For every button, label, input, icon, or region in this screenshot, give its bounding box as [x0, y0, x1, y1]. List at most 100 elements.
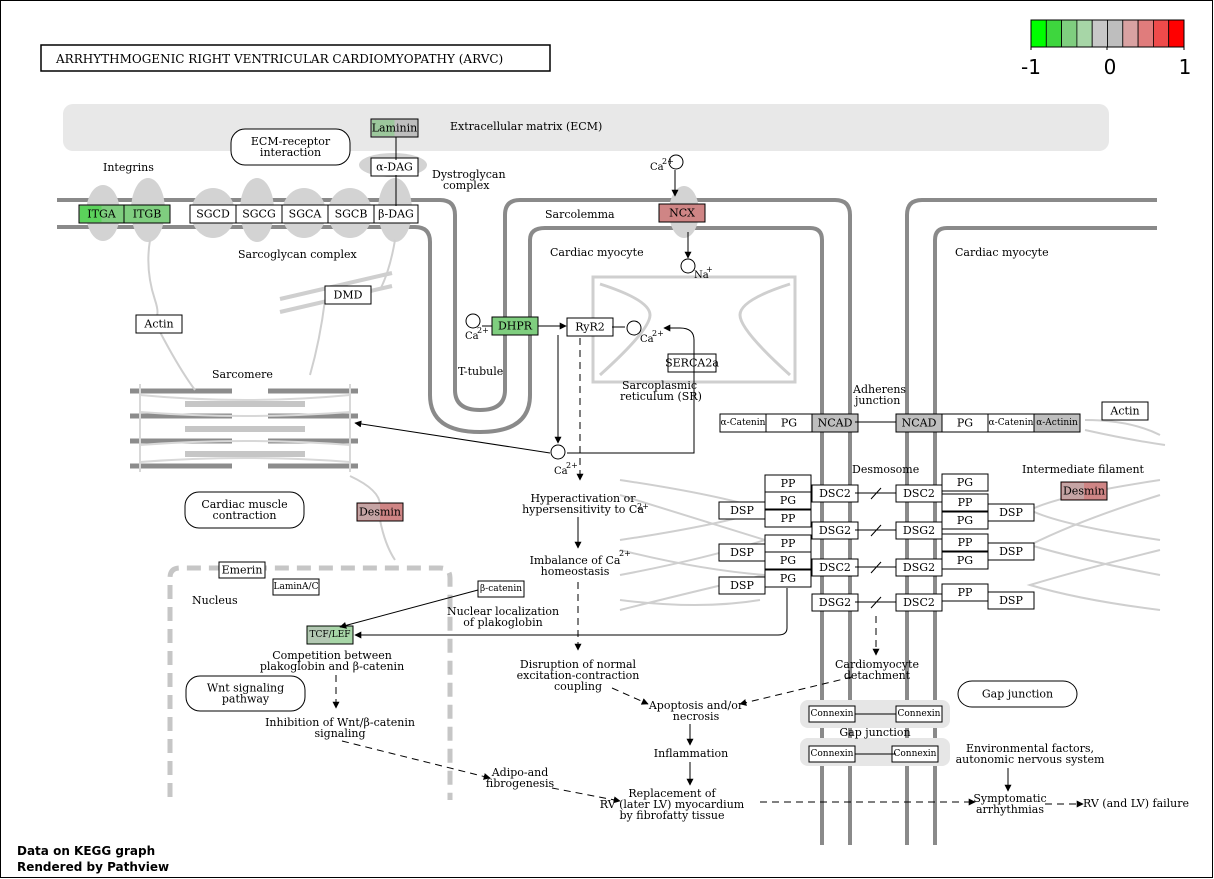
desmosome-label: DSP — [730, 504, 754, 517]
gene-ncx[interactable]: NCX — [658, 203, 706, 223]
gene-dmd[interactable]: DMD — [324, 285, 372, 305]
desmosome-pg[interactable]: PG — [941, 473, 989, 492]
gene-desmin-1[interactable]: Desmin — [356, 502, 404, 522]
gene-ncad-2[interactable]: NCAD — [895, 413, 943, 433]
gene-pg-1[interactable]: PG — [765, 413, 813, 433]
gene-a-catenin-2[interactable]: α-Catenin — [987, 413, 1035, 433]
gap-junction-label: Gap junction — [839, 726, 910, 739]
desmosome-pp[interactable]: PP — [764, 534, 812, 553]
desmosome-dsg2[interactable]: DSG2 — [895, 558, 943, 577]
desmosome-dsp[interactable]: DSP — [987, 542, 1035, 561]
gene-tcf-lef[interactable]: TCF/LEF — [306, 625, 354, 645]
gene-label: α-DAG — [376, 161, 413, 174]
gene-sgca[interactable]: SGCA — [281, 204, 329, 224]
gene-sgcg[interactable]: SGCG — [235, 204, 283, 224]
gene-sgcd[interactable]: SGCD — [189, 204, 237, 224]
desmosome-dsp[interactable]: DSP — [987, 503, 1035, 522]
gene-a-actinin[interactable]: α-Actinin — [1033, 413, 1081, 433]
gene-label: SGCB — [335, 208, 368, 221]
desmosome-pg[interactable]: PG — [941, 551, 989, 570]
gene-itgb[interactable]: ITGB — [123, 204, 171, 224]
gene-label: DMD — [334, 289, 363, 302]
desmosome-label: DSG2 — [903, 561, 935, 574]
ion-charge: 2+ — [662, 157, 674, 166]
gene-actin-2[interactable]: Actin — [1101, 401, 1149, 421]
gene-ryr2[interactable]: RyR2 — [566, 317, 614, 337]
process-label: RV (and LV) failure — [1083, 797, 1189, 810]
process-label: excitation-contraction — [517, 669, 640, 682]
process-label: autonomic nervous system — [956, 753, 1105, 766]
ion-symbol: Ca — [465, 331, 479, 342]
ecm-label: Extracellular matrix (ECM) — [450, 120, 602, 133]
desmosome-pg[interactable]: PG — [941, 511, 989, 530]
pathway-link-gap-junction[interactable]: Gap junction — [957, 680, 1078, 708]
ion-ca: Ca2+ — [465, 313, 489, 342]
gene-label: β-catenin — [480, 584, 522, 594]
gene-sgcb[interactable]: SGCB — [327, 204, 375, 224]
legend-cell — [1122, 19, 1139, 48]
desmosome-dsc2[interactable]: DSC2 — [895, 484, 943, 503]
gene-serca2a[interactable]: SERCA2a — [665, 353, 719, 373]
gene-emerin[interactable]: Emerin — [218, 561, 266, 579]
gene-label: α-Catenin — [721, 418, 766, 428]
gene-a-dag[interactable]: α-DAG — [370, 157, 419, 177]
gene-label: ITGB — [133, 208, 162, 221]
desmosome-pp[interactable]: PP — [941, 583, 989, 602]
desmosome-dsg2[interactable]: DSG2 — [895, 521, 943, 540]
gene-connexin-4[interactable]: Connexin — [891, 745, 939, 763]
gene-actin-1[interactable]: Actin — [135, 314, 183, 334]
color-legend: -1 0 1 — [1021, 19, 1191, 79]
gene-connexin-2[interactable]: Connexin — [895, 705, 943, 723]
gene-laminin[interactable]: Laminin — [370, 118, 419, 138]
gene-pg-2[interactable]: PG — [941, 413, 989, 433]
desmosome-dsc2[interactable]: DSC2 — [811, 558, 859, 577]
pathway-link-label: pathway — [222, 693, 270, 706]
gene-b-catenin[interactable]: β-catenin — [477, 580, 525, 598]
desmosome-dsp[interactable]: DSP — [718, 501, 766, 520]
gene-desmin-2[interactable]: Desmin — [1060, 481, 1108, 501]
desmosome-pp[interactable]: PP — [941, 533, 989, 552]
desmosome-label: PG — [780, 554, 796, 567]
gene-label: Actin — [143, 318, 173, 331]
gene-itga[interactable]: ITGA — [78, 204, 125, 224]
legend-cell — [1137, 19, 1154, 48]
adherens-label-1: Adherens — [852, 383, 906, 396]
gene-a-catenin-1[interactable]: α-Catenin — [719, 413, 767, 433]
legend-cell — [1061, 19, 1078, 48]
gene-connexin-1[interactable]: Connexin — [808, 705, 856, 723]
gene-label: SGCD — [196, 208, 230, 221]
gene-label: SGCG — [242, 208, 276, 221]
desmosome-dsp[interactable]: DSP — [987, 591, 1035, 610]
desmosome-dsp[interactable]: DSP — [718, 576, 766, 595]
gene-dhpr[interactable]: DHPR — [491, 316, 539, 336]
gene-b-dag[interactable]: β-DAG — [373, 204, 419, 224]
desmosome-dsc2[interactable]: DSC2 — [895, 593, 943, 612]
desmosome-dsg2[interactable]: DSG2 — [811, 521, 859, 540]
desmosome-pg[interactable]: PG — [764, 491, 812, 510]
process-label: hypersensitivity to Ca — [522, 503, 644, 516]
gene-ncad-1[interactable]: NCAD — [811, 413, 859, 433]
gene-label: Connexin — [811, 749, 854, 759]
desmosome-dsc2[interactable]: DSC2 — [811, 484, 859, 503]
desmosome-dsg2[interactable]: DSG2 — [811, 593, 859, 612]
desmosome-pp[interactable]: PP — [764, 509, 812, 528]
pathway-link-label: contraction — [213, 509, 277, 522]
desmosome-pp[interactable]: PP — [941, 493, 989, 512]
gene-connexin-3[interactable]: Connexin — [808, 745, 856, 763]
process-label: arrhythmias — [976, 803, 1044, 816]
desmosome-pp[interactable]: PP — [764, 474, 812, 493]
gene-label: NCX — [669, 207, 695, 220]
desmosome-dsp[interactable]: DSP — [718, 543, 766, 562]
desmosome-pg[interactable]: PG — [764, 569, 812, 588]
gene-lamin[interactable]: LaminA/C — [272, 578, 320, 596]
desmosome-label: PP — [958, 586, 973, 599]
desmosome-pg[interactable]: PG — [764, 551, 812, 570]
page-title: ARRHYTHMOGENIC RIGHT VENTRICULAR CARDIOM… — [55, 52, 503, 66]
